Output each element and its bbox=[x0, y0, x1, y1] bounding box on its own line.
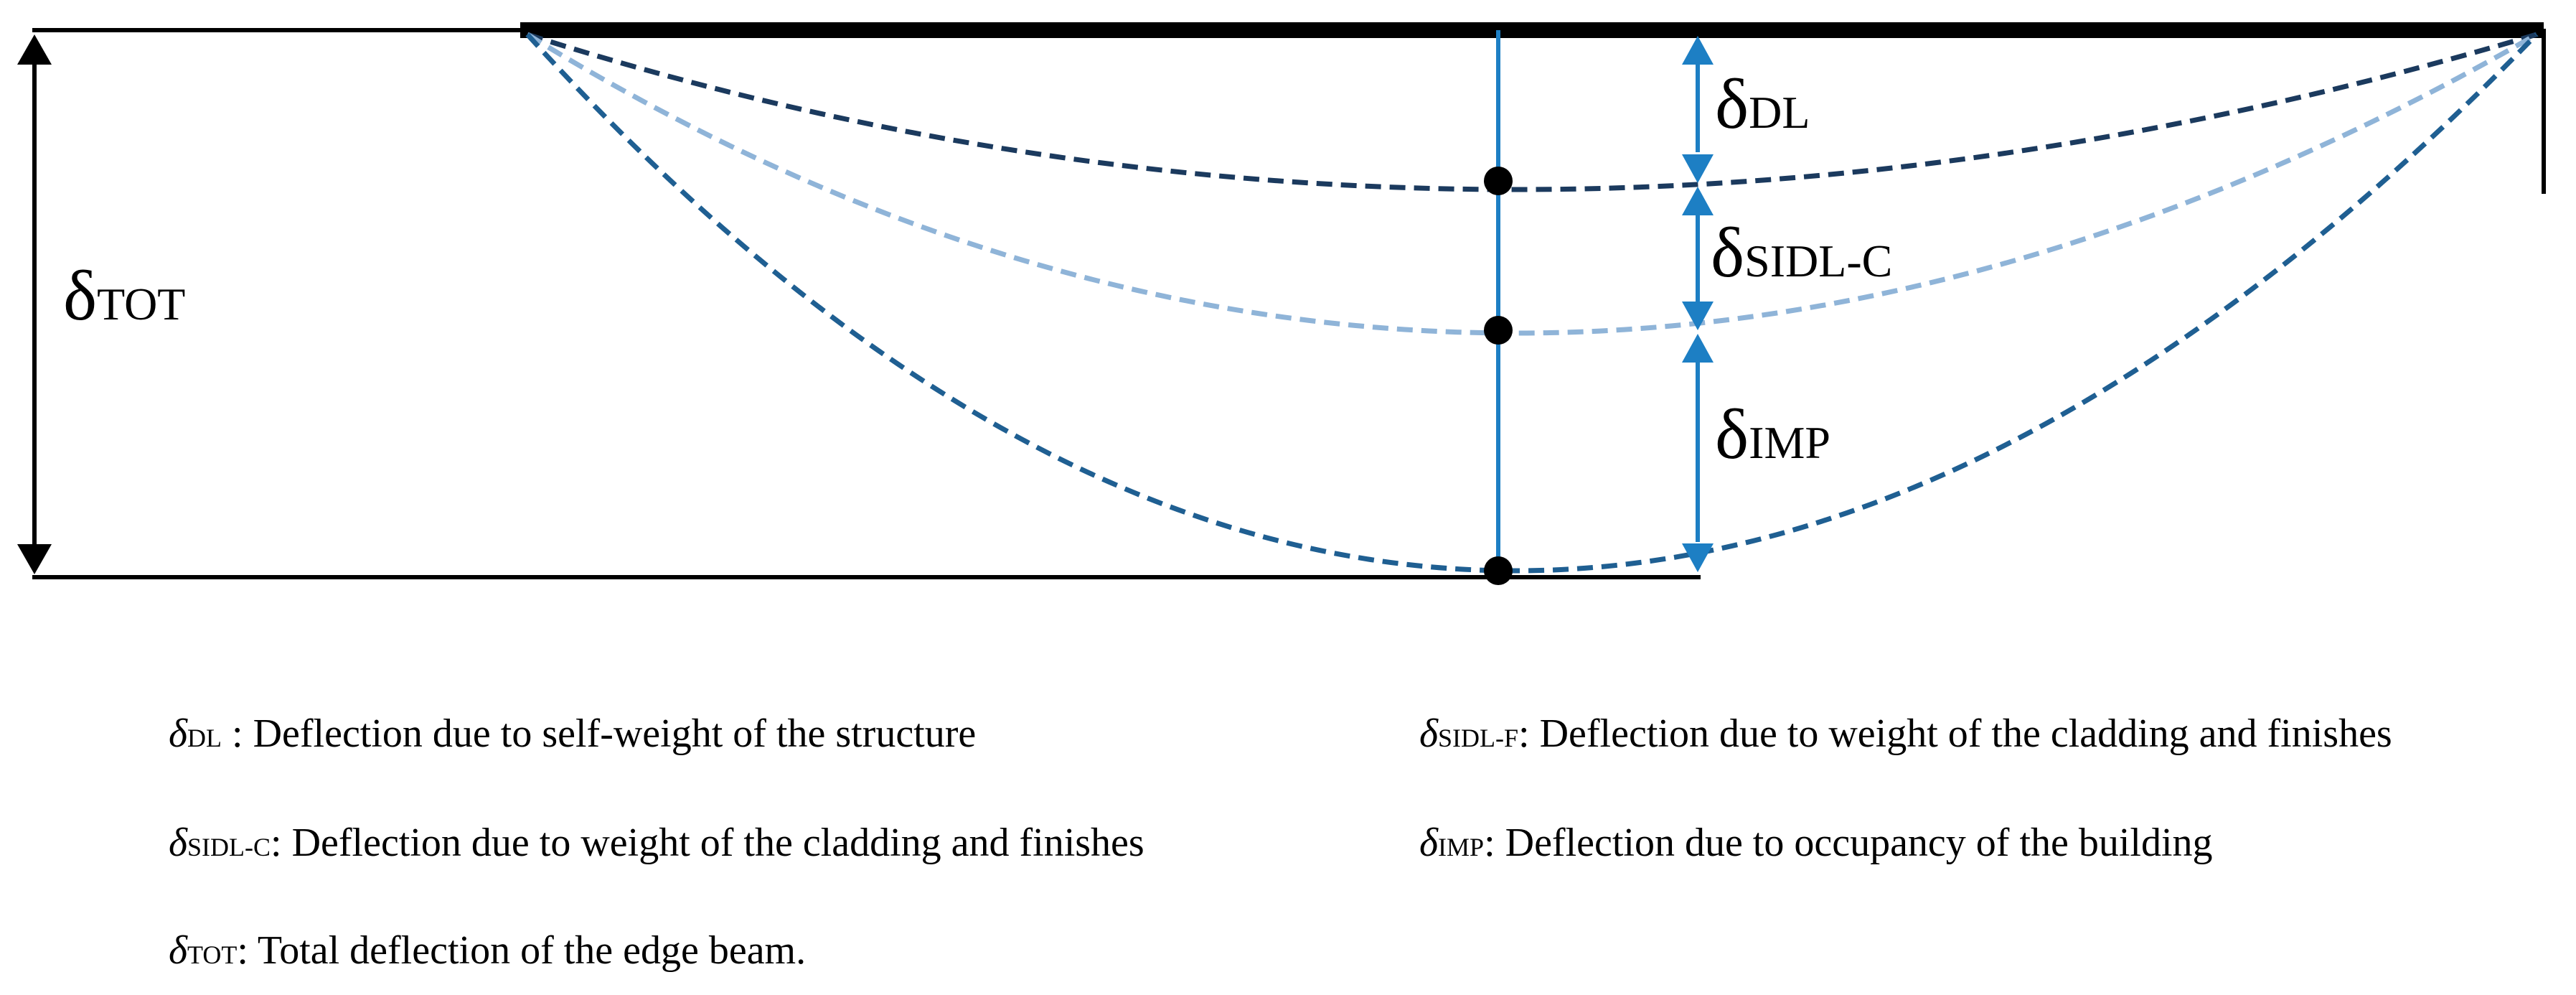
imp-arrow-head-top bbox=[1682, 334, 1714, 363]
curve-total bbox=[525, 32, 2539, 574]
curve-sidl-c bbox=[526, 32, 2538, 336]
curve-dl bbox=[526, 32, 2538, 192]
dot-sidl-c bbox=[1484, 316, 1513, 345]
legend-tot: δTOT: Total deflection of the edge beam. bbox=[169, 928, 806, 973]
legend-imp: δIMP: Deflection due to occupancy of the… bbox=[1419, 821, 2213, 865]
dot-dl bbox=[1484, 167, 1513, 195]
label-delta-dl: δDL bbox=[1715, 64, 1810, 144]
label-delta-imp: δIMP bbox=[1715, 394, 1830, 474]
label-delta-tot: δTOT bbox=[63, 256, 185, 335]
sidl-c-arrow-head-top bbox=[1682, 187, 1714, 215]
dl-arrow-head-bottom bbox=[1682, 154, 1714, 183]
imp-arrow-head-bottom bbox=[1682, 543, 1714, 572]
legend-sidl-f: δSIDL-F: Deflection due to weight of the… bbox=[1419, 711, 2392, 756]
legend-sidl-c: δSIDL-C: Deflection due to weight of the… bbox=[169, 821, 1144, 865]
tot-arrow-head-top bbox=[17, 34, 52, 65]
sidl-c-arrow-head-bottom bbox=[1682, 302, 1714, 330]
tot-arrow-head-bottom bbox=[17, 544, 52, 574]
dl-arrow-head-top bbox=[1682, 36, 1714, 65]
legend-dl: δDL : Deflection due to self-weight of t… bbox=[169, 711, 976, 756]
dot-total bbox=[1484, 556, 1513, 585]
label-delta-sidl-c: δSIDL-C bbox=[1711, 212, 1892, 292]
